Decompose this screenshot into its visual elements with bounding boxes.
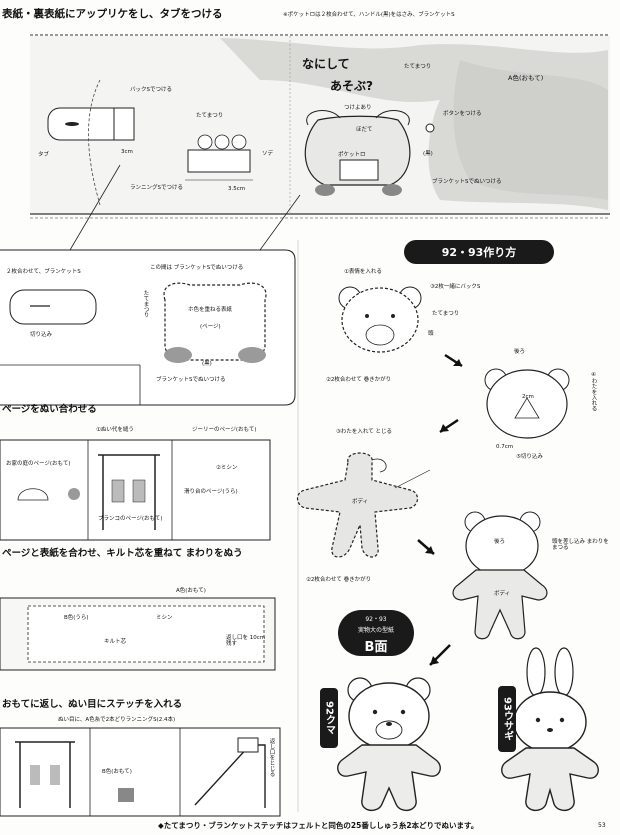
cover-title-line2: あそぶ? <box>330 79 373 93</box>
bear-92-label: 92クマ <box>320 688 338 748</box>
body-l1: ③わたを入れて とじる <box>336 429 393 435</box>
label-three-five-cm: 3.5cm <box>228 186 246 192</box>
detail-kuro: (黒) <box>202 361 212 367</box>
step5-kaeshi: 返し口をとじる <box>268 738 275 777</box>
body-l2: ボディ <box>352 499 369 505</box>
step3-kuri: 滑り台のページ(うら) <box>184 489 238 495</box>
detail-page-label: (ページ) <box>200 324 221 330</box>
label-kuro: (黒) <box>423 151 433 157</box>
bear-face-l2: ③2枚一緒にバックS <box>430 284 481 290</box>
bear-face-l5: ②2枚合わせて 巻きかがり <box>326 377 392 383</box>
step5-running: ぬい目に、A色糸で2本どりランニングS(2.4本) <box>58 717 176 723</box>
bear-face-l4: 頭 <box>428 331 434 337</box>
step4-heading: ページと表紙を合わせ、キルト芯を重ねて まわりをぬう <box>2 548 243 559</box>
final-l1: 頭を差し込み まわりをまつる <box>552 539 609 551</box>
label-blanket: ブランケットSでぬいつける <box>432 179 502 185</box>
detail-tatematsuri: たてまつり <box>142 290 149 318</box>
cover-title-line1: なにして <box>302 57 350 71</box>
step4-a-omote: A色(おもて) <box>176 588 206 594</box>
step3-swing: ブランコのページ(おもて) <box>98 516 163 522</box>
label-tsuketaburi: つけよあり <box>344 105 372 111</box>
detail-two-blanket: ２枚合わせて、ブランケットS <box>6 269 81 275</box>
label-tatematsuri-small: たてまつり <box>196 113 224 119</box>
pattern-badge-side: B面 <box>364 640 388 655</box>
step4-b-ura: B色(うら) <box>64 615 89 621</box>
step3-zigzag: ジーリーのページ(おもて) <box>192 427 257 433</box>
page-number: 53 <box>598 822 606 829</box>
step3-heading: ページをぬい合わせる <box>2 404 97 415</box>
step5-heading: おもてに返し、ぬい目にステッチを入れる <box>2 699 183 710</box>
final-l2: 後ろ <box>494 539 506 545</box>
header-title: 表紙・裏表紙にアップリケをし、タブをつける <box>2 8 223 20</box>
bear-back-l4: ⑤切り込み <box>516 454 543 460</box>
label-a-omote: A色(おもて) <box>508 74 544 82</box>
bear-back-l2: ④わたを入れる <box>590 372 597 411</box>
step4-mishin: ミシン <box>156 615 173 621</box>
label-sode: ソデ <box>262 151 274 157</box>
footer-note: ◆たてまつり・ブランケットステッチはフェルトと同色の25番ししゅう糸2本どりでぬ… <box>158 821 479 830</box>
label-tab: タブ <box>38 152 50 158</box>
label-hodate: ほだて <box>356 127 373 133</box>
step4-quilt: キルト芯 <box>104 639 127 645</box>
label-running: ランニングSでつける <box>130 185 183 191</box>
detail-between: この間は ブランケットSでぬいつける <box>150 265 244 271</box>
bear-back-l3: 2cm <box>522 394 534 400</box>
howto-badge: 92・93作り方 <box>404 240 554 264</box>
label-pocket: ポケットロ <box>338 152 366 158</box>
label-tatematsuri-top: たてまつり <box>404 64 432 70</box>
step5-b-omote: B色(おもて) <box>102 769 132 775</box>
detail-blanket-sew: ブランケットSでぬいつける <box>156 377 226 383</box>
step3-zigzag2: ②ミシン <box>216 465 238 471</box>
bear-face-l3: たてまつり <box>432 311 460 317</box>
detail-back-page: ホ色を重ねる表紙 <box>188 307 233 313</box>
pattern-badge: 92・93 実物大の型紙 B面 <box>338 610 414 656</box>
detail-cut-in: 切り込み <box>30 332 53 338</box>
label-three-cm: 3cm <box>121 149 133 155</box>
rabbit-93-label: 93ウサギ <box>498 686 516 752</box>
step3-sew: ①ぬい代を縫う <box>96 427 134 433</box>
bear-back-l1: 後ろ <box>514 349 526 355</box>
label-back-s: バックSでつける <box>130 87 172 93</box>
step3-house: お家の庭のページ(おもて) <box>6 461 71 467</box>
header-note: ※ポケットロは２枚合わせて、ハンドル(黒)をはさみ、ブランケットS <box>283 12 455 18</box>
label-button: ボタンをつける <box>443 111 482 117</box>
pattern-badge-number: 92・93 <box>365 616 387 623</box>
step4-leave: 返し口を 10cm残す <box>226 635 266 647</box>
bear-back-l5: 0.7cm <box>496 444 514 450</box>
pattern-badge-caption: 実物大の型紙 <box>357 627 394 634</box>
final-l3: ボディ <box>494 591 511 597</box>
body-l3: ②2枚合わせて 巻きかがり <box>306 577 372 583</box>
bear-face-l1: ①表情を入れる <box>344 269 382 275</box>
